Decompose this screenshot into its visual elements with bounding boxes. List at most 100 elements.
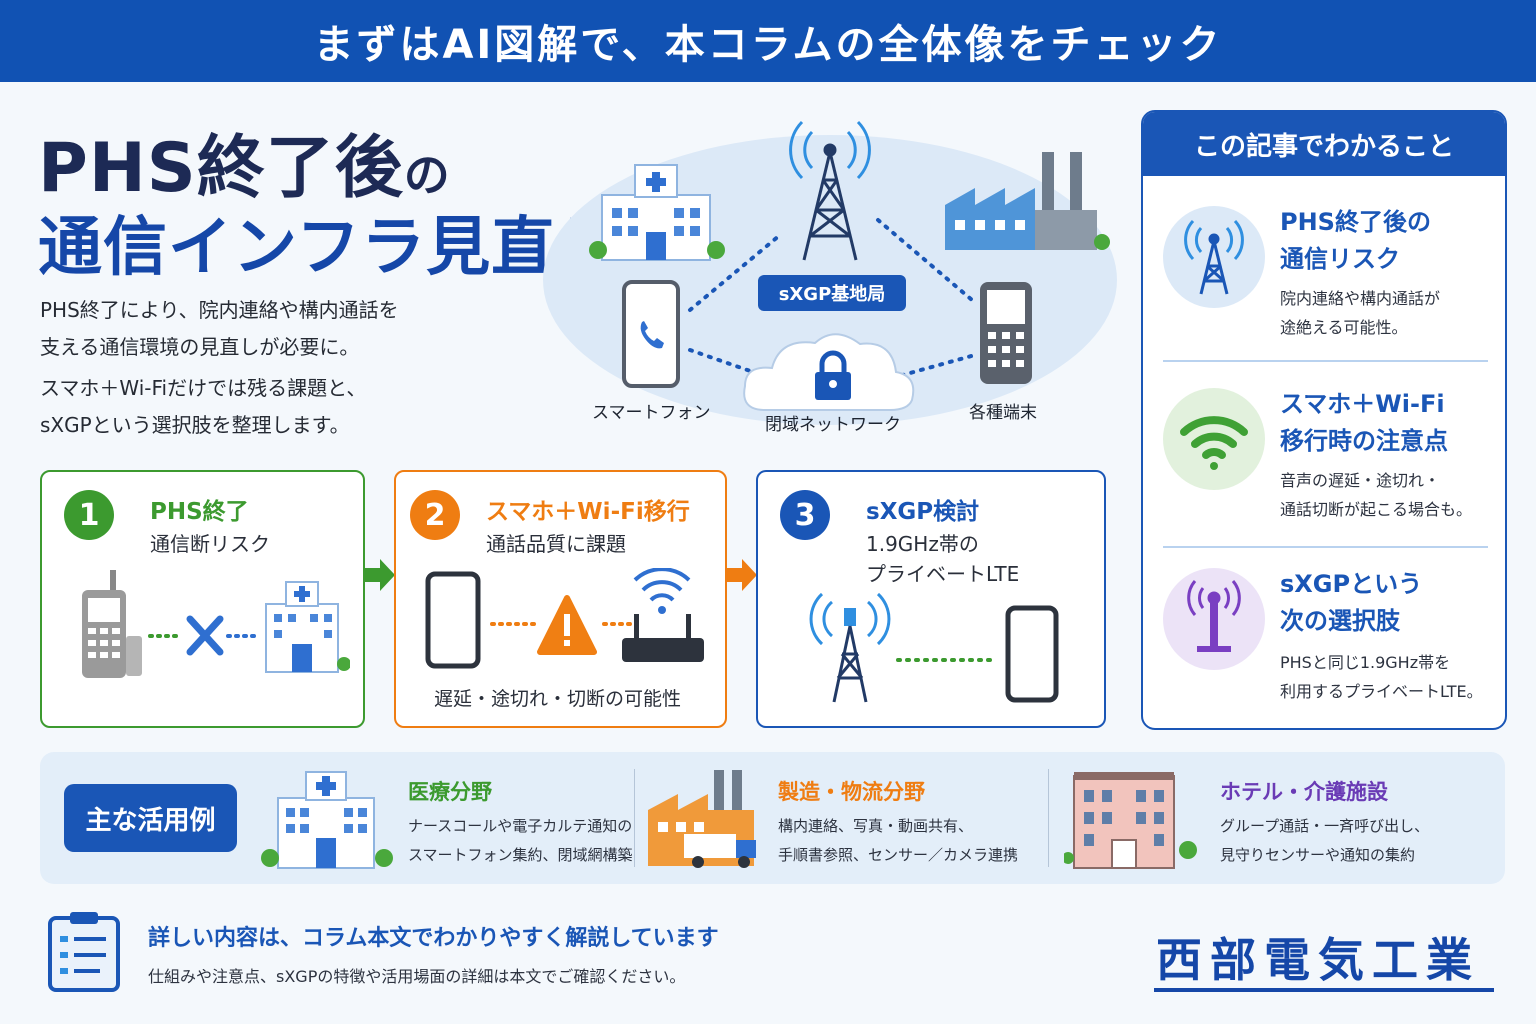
summary-circle [1163,206,1265,308]
footer-title: 詳しい内容は、コラム本文でわかりやすく解説しています [148,926,719,951]
hero-title-particle: の [403,148,451,202]
summary-desc-line: 利用するプライベートLTE。 [1280,682,1483,701]
usage-desc-line: ナースコールや電子カルテ通知の [408,817,633,835]
intro-line: 支える通信環境の見直しが必要に。 [40,335,360,359]
step3-illustration [809,592,1059,703]
hospital-icon [589,164,725,261]
summary-title-line: 通信リスク [1280,245,1400,273]
factory-truck-icon [648,770,756,868]
step-card-sxgp: 3 sXGP検討 1.9GHz帯の プライベートLTE [756,470,1106,728]
summary-divider [1163,546,1488,548]
usage-divider [1048,769,1049,867]
step1-illustration [82,570,350,678]
warning-icon [537,595,597,655]
base-station-tower-icon [789,120,871,261]
step-number-badge: 2 [410,490,460,540]
diagram-links [688,218,977,382]
base-station-label: sXGP基地局 [758,275,906,311]
usage-desc-line: 構内連絡、写真・動画共有、 [778,817,974,835]
smartphone-icon [425,571,481,669]
step-number-badge: 3 [780,490,830,540]
summary-title: sXGPという次の選択肢 [1280,566,1422,640]
step-title: PHS終了 [150,499,249,525]
hero-title-line2: 通信インフラ見直し [38,211,622,285]
usage-examples-panel: 主な活用例 医療分野 ナースコールや電子カルテ通知のスマートフォン集約、閉域網構… [40,752,1505,884]
summary-circle [1163,568,1265,670]
summary-item-sxgp: sXGPという次の選択肢 PHSと同じ1.9GHz帯を利用するプライベートLTE… [1143,548,1505,728]
usage-desc-manufacturing: 構内連絡、写真・動画共有、手順書参照、センサー／カメラ連携 [778,812,1018,870]
hospital-icon [261,771,393,869]
factory-icon [945,152,1110,250]
company-logo: 西部電気工業 [1156,933,1480,987]
lte-tower-icon [809,592,891,703]
summary-divider [1163,360,1488,362]
hotel-icon [1064,772,1197,869]
step-subtitle: 通信断リスク [150,532,270,556]
step-subtitle: プライベートLTE [866,562,1020,586]
summary-desc: 院内連絡や構内通話が途絶える可能性。 [1280,284,1440,342]
usage-desc-line: 手順書参照、センサー／カメラ連携 [778,846,1019,864]
step-arrow-icon [726,559,757,591]
summary-title-line: sXGPという [1280,570,1423,598]
hero-intro: PHS終了により、院内連絡や構内通話を 支える通信環境の見直しが必要に。 スマホ… [40,292,510,444]
summary-title-line: 次の選択肢 [1280,607,1400,635]
intro-line: スマホ＋Wi-Fiだけでは残る課題と、 [40,376,367,400]
step-subtitle: 通話品質に課題 [486,532,626,556]
usage-desc-line: スマートフォン集約、閉域網構築 [408,846,633,864]
summary-desc: PHSと同じ1.9GHz帯を利用するプライベートLTE。 [1280,648,1483,706]
tower-icon [1184,219,1244,295]
usage-divider [634,769,635,867]
usage-title-medical: 医療分野 [408,780,492,804]
smartphone-label: スマートフォン [592,403,711,423]
step-card-smartphone-wifi: 2 スマホ＋Wi-Fi移行 通話品質に課題 遅延・途切れ・切断の可能性 [394,470,727,728]
closed-network-cloud-icon [743,333,915,411]
summary-heading: この記事でわかること [1143,112,1505,176]
usage-label-badge: 主な活用例 [64,784,237,852]
summary-title: PHS終了後の通信リスク [1280,204,1431,278]
hero-title-main: PHS終了後 [38,129,404,208]
summary-title-line: 移行時の注意点 [1280,427,1448,455]
company-logo-underline [1154,988,1494,992]
closed-network-label: 閉域ネットワーク [765,415,901,435]
step-card-phs-end: 1 PHS終了 通信断リスク [40,470,365,728]
step-caption: 遅延・途切れ・切断の可能性 [434,688,682,710]
step-title: スマホ＋Wi-Fi移行 [486,499,690,525]
usage-title-hotel: ホテル・介護施設 [1220,780,1388,804]
clipboard-icon [48,912,120,992]
page-header-banner: まずはAI図解で、本コラムの全体像をチェック [0,0,1536,82]
wifi-icon [1180,416,1248,470]
hospital-icon [265,581,350,673]
summary-circle [1163,388,1265,490]
summary-desc-line: PHSと同じ1.9GHz帯を [1280,653,1451,672]
step-subtitle: 1.9GHz帯の [866,532,979,556]
usage-desc-line: グループ通話・一斉呼び出し、 [1220,817,1430,835]
summary-item-risk: PHS終了後の通信リスク 院内連絡や構内通話が途絶える可能性。 [1143,176,1505,360]
phs-handset-icon [82,570,142,678]
antenna-icon [1187,580,1241,652]
hero-title-line1: PHS終了後の [38,112,451,211]
step-arrow-icon [364,559,395,591]
summary-title: スマホ＋Wi-Fi 移行時の注意点 [1280,386,1448,460]
terminals-label: 各種端末 [969,403,1037,423]
article-summary-panel: この記事でわかること PHS終了後の通信リスク 院内連絡や構内通話が途絶える可能… [1141,110,1507,730]
smartphone-icon [622,280,680,388]
usage-title-manufacturing: 製造・物流分野 [778,780,925,804]
usage-desc-line: 見守りセンサーや通知の集約 [1220,846,1416,864]
intro-line: sXGPという選択肢を整理します。 [40,413,350,437]
summary-desc-line: 途絶える可能性。 [1280,318,1408,337]
step2-illustration [425,568,704,669]
feature-phone-icon [980,282,1032,384]
summary-desc-line: 院内連絡や構内通話が [1280,289,1441,308]
summary-desc-line: 通話切断が起こる場合も。 [1280,500,1473,519]
smartphone-icon [1005,605,1059,703]
step-number-badge: 1 [64,490,114,540]
step-title: sXGP検討 [866,499,980,525]
disconnected-x-icon [186,615,224,656]
summary-title-line: スマホ＋Wi-Fi [1280,390,1445,418]
intro-line: PHS終了により、院内連絡や構内通話を [40,298,399,322]
page-header-title: まずはAI図解で、本コラムの全体像をチェック [313,22,1223,68]
footer-description: 仕組みや注意点、sXGPの特徴や活用場面の詳細は本文でご確認ください。 [148,967,686,986]
summary-desc-line: 音声の遅延・途切れ・ [1280,471,1441,490]
summary-item-wifi: スマホ＋Wi-Fi 移行時の注意点 音声の遅延・途切れ・通話切断が起こる場合も。 [1143,362,1505,546]
summary-desc: 音声の遅延・途切れ・通話切断が起こる場合も。 [1280,466,1472,524]
